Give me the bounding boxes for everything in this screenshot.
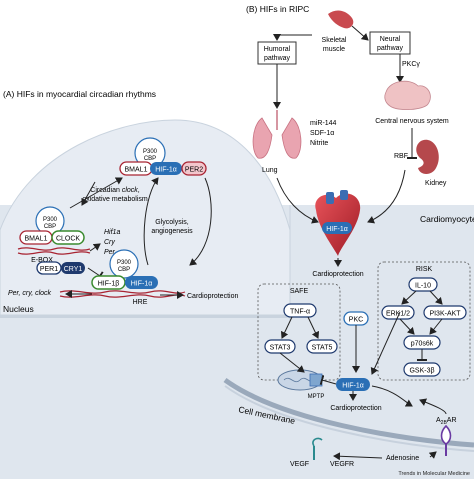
nitrite-label: Nitrite [310,140,328,147]
mptp-label: MPTP [308,394,325,400]
hif1a-label-bottom: HIF-1α [131,281,153,288]
risk-box [377,261,471,381]
hif1a-pill-top [150,162,182,175]
neural-line1: Neural [380,36,401,43]
hif1a-center-pill [336,378,370,391]
p300-label-left: P300 [43,217,58,223]
gene-per: Per [104,249,116,256]
cns-label: Central nervous system [375,118,449,125]
ebox-label: E-BOX [31,257,53,264]
neural-box [369,31,411,55]
a2bar-receptor-icon [440,424,452,445]
brain-icon [384,80,431,110]
circadian-line1: Circadian clock, [90,187,139,194]
glycolysis-line2: angiogenesis [151,228,193,235]
heart-hif-label: HIF-1α [326,226,348,233]
glycolysis-line1: Glycolysis, [155,219,189,226]
clock-pill [51,230,85,245]
bmal1-label-left: BMAL1 [25,236,48,243]
heart-hif-pill [322,222,352,234]
vegfr-label: VEGFR [330,461,354,468]
stat5-pill [306,339,338,354]
pi3k-label: PI3K-AKT [429,311,461,318]
risk-label: RISK [416,266,433,273]
skeletal-line2: muscle [323,46,345,53]
nucleus-label: Nucleus [3,304,34,314]
pkc-label: PKC [349,317,363,324]
cardioprotection-bottom: Cardioprotection [330,405,381,412]
cardioprotection-mid: Cardioprotection [312,271,363,278]
cbp-label-left: CBP [44,224,56,230]
gene-hif1a: Hif1a [104,229,120,236]
lung-icon [252,117,273,159]
il10-pill [408,277,438,292]
neural-line2: pathway [377,45,404,52]
per1-label: PER1 [40,266,58,273]
p70-label: p70s6k [411,341,434,348]
rbf-label: RBF [394,153,408,160]
safe-label: SAFE [290,288,309,295]
cry1-label: CRY1 [64,266,83,273]
cardioprotection-a: Cardioprotection [187,293,238,300]
humoral-line1: Humoral [264,46,291,53]
mptp-channel [309,373,323,387]
footer-credit: Trends in Molecular Medicine [398,471,470,477]
cardiomyocyte-label: Cardiomyocyte [420,214,474,224]
panel-a-title: (A) HIFs in myocardial circadian rhythms [3,89,156,99]
pkc-gamma: PKCγ [402,61,420,68]
hif1a-pill-bottom [125,276,158,289]
safe-box [257,283,341,381]
lung-label: Lung [262,167,278,174]
gsk-pill [403,362,441,377]
stat3-label: STAT3 [270,345,291,352]
stat5-label: STAT5 [312,345,333,352]
p300-label-bottom: P300 [117,260,132,266]
cbp-label-top: CBP [144,156,156,162]
gene-cry: Cry [104,239,115,246]
p300-label-top: P300 [143,149,158,155]
hre-label: HRE [133,299,148,306]
mir144-label: miR-144 [310,120,337,127]
a2bar-label: A2BAR [436,417,457,426]
skeletal-muscle-icon [328,10,354,29]
adenosine-label: Adenosine [386,455,419,462]
hif1b-label: HIF-1β [98,281,120,288]
bmal1-label-top: BMAL1 [125,167,148,174]
per2-label: PER2 [185,167,203,174]
circadian-line2: oxidative metabolism [82,196,148,203]
il10-label: IL-10 [415,283,431,290]
hif1a-label-top: HIF-1α [155,167,177,174]
per-cry-clock: Per, cry, clock [8,290,52,297]
per2-pill [181,161,207,176]
skeletal-line1: Skeletal [322,37,347,44]
kidney-icon [416,139,439,174]
erk-label: ERK1/2 [386,311,410,318]
vegf-label: VEGF [290,461,309,468]
pi3k-pill [423,305,467,320]
gsk-label: GSK-3β [409,368,434,375]
cbp-label-bottom: CBP [118,267,130,273]
sdf1a-label: SDF-1α [310,130,334,137]
hif1a-center-label: HIF-1α [342,383,364,390]
tnf-label: TNF-α [290,309,310,316]
erk-pill [381,305,415,320]
kidney-label: Kidney [425,180,447,187]
cry1-pill [61,262,85,274]
humoral-line2: pathway [264,55,291,62]
tnf-pill [283,303,317,318]
panel-b-title: (B) HIFs in RIPC [246,4,309,14]
clock-label: CLOCK [56,236,80,243]
